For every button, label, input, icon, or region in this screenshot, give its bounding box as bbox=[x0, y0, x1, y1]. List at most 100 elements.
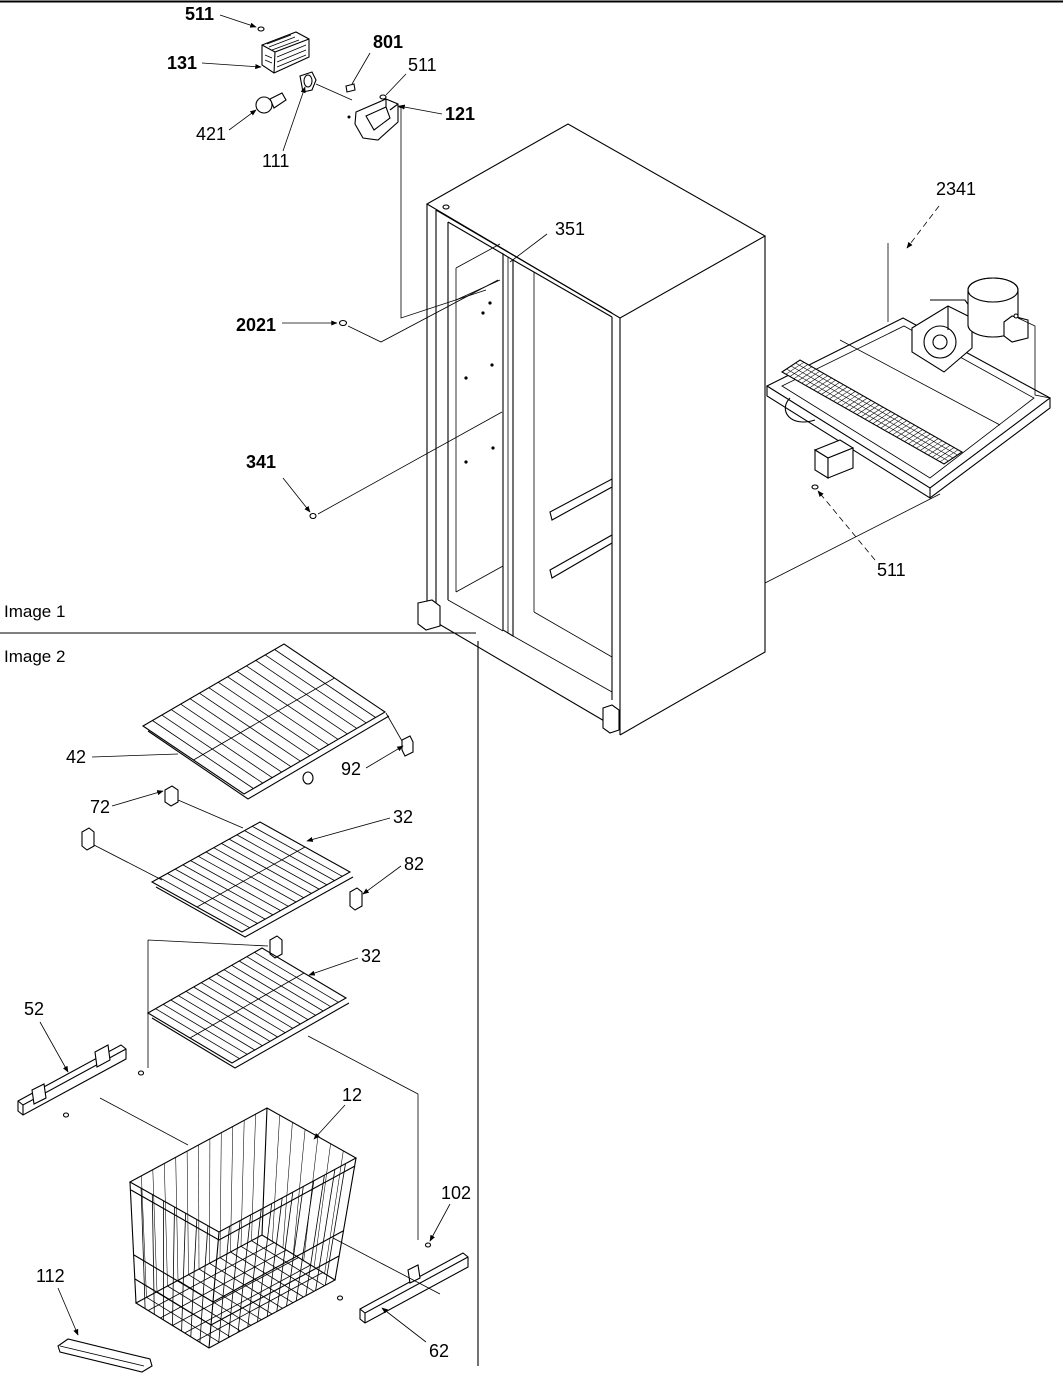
section-label-image2: Image 2 bbox=[4, 647, 65, 666]
hinge-left bbox=[417, 599, 441, 631]
basket-wire bbox=[257, 1203, 273, 1322]
callout-part-801: 801 bbox=[373, 32, 403, 52]
basket-wire bbox=[175, 1157, 179, 1281]
cross-condenser-tube bbox=[892, 422, 911, 436]
basket-mid-band bbox=[133, 1230, 344, 1303]
cross-condenser-tube bbox=[817, 379, 836, 393]
leader-arrow bbox=[201, 62, 262, 70]
rail-guide-line bbox=[332, 1237, 441, 1295]
leader-arrow bbox=[111, 790, 164, 807]
cross-condenser-tube bbox=[939, 449, 959, 463]
basket-wire bbox=[186, 1151, 189, 1275]
clip-guide-line bbox=[93, 844, 163, 881]
basket-wire bbox=[293, 1129, 306, 1255]
leader-arrow bbox=[817, 490, 876, 561]
screw-511-bracket bbox=[379, 94, 387, 100]
shelf-support-holes bbox=[464, 301, 495, 464]
wire-shelf-32-lower bbox=[146, 947, 350, 1069]
base-tray-inner bbox=[781, 325, 1035, 479]
assembly-guide-line bbox=[764, 493, 941, 584]
callout-labels: 511 131 801 511 121 421 111 351 2341 202… bbox=[24, 4, 976, 1361]
part-341 bbox=[309, 411, 503, 520]
leader-arrow bbox=[906, 205, 940, 249]
cross-condenser-tube bbox=[837, 391, 856, 404]
shelf-32-lower-wires bbox=[155, 951, 339, 1060]
lamp-assembly bbox=[255, 26, 487, 319]
section-label-image1: Image 1 bbox=[4, 602, 65, 621]
cross-condenser-tube bbox=[793, 366, 813, 379]
cabinet-top bbox=[425, 123, 767, 319]
cross-condenser-tube bbox=[797, 368, 816, 382]
callout-shelf-lower: 32 bbox=[361, 946, 381, 966]
basket-wire bbox=[266, 1197, 283, 1317]
wire-shelf-42 bbox=[141, 643, 390, 800]
lamp-socket-111 bbox=[299, 71, 317, 93]
basket-wire bbox=[305, 1175, 325, 1296]
basket-wire bbox=[218, 1226, 230, 1343]
screw-511-top bbox=[257, 26, 265, 32]
compressor bbox=[967, 277, 1029, 343]
shelf-42-wires bbox=[152, 649, 376, 789]
callout-divider: 351 bbox=[555, 219, 585, 239]
basket-back-left-wires bbox=[141, 1114, 256, 1298]
cross-condenser-tube bbox=[888, 420, 907, 433]
cross-condenser-tube bbox=[908, 431, 927, 445]
leader-arrow bbox=[57, 1287, 79, 1336]
basket-wire bbox=[237, 1214, 251, 1333]
cross-condenser-tube bbox=[880, 415, 899, 429]
cross-condenser-tube bbox=[904, 429, 923, 442]
condenser-tubes bbox=[785, 361, 959, 463]
leader-arrow bbox=[306, 817, 391, 842]
condenser-tube bbox=[790, 365, 954, 459]
cross-condenser-tube bbox=[821, 382, 840, 395]
cross-basket-wire bbox=[196, 1272, 323, 1341]
callout-lamp-cover-screw: 511 bbox=[185, 4, 214, 24]
cross-condenser-tube bbox=[884, 418, 903, 431]
power-cord bbox=[784, 397, 816, 423]
cross-condenser-tube bbox=[849, 397, 868, 411]
basket-wire bbox=[240, 1120, 245, 1247]
cross-condenser-tube bbox=[864, 406, 884, 420]
callout-rail-right: 62 bbox=[429, 1341, 449, 1361]
callout-bracket-screw: 511 bbox=[408, 55, 437, 75]
basket-back-right-wires bbox=[272, 1115, 344, 1274]
basket-front-wires bbox=[140, 1188, 209, 1343]
callout-basket: 12 bbox=[342, 1085, 362, 1105]
callout-machine-screw: 511 bbox=[877, 560, 906, 580]
rail-guide-lines bbox=[147, 939, 419, 1240]
callout-clip-left-top: 72 bbox=[90, 797, 110, 817]
basket-wire bbox=[295, 1180, 315, 1301]
shelf-clip bbox=[302, 771, 314, 785]
cross-shelf-wire bbox=[189, 972, 305, 1039]
shelf-clip-92 bbox=[401, 735, 414, 757]
condenser-fan-motor bbox=[911, 299, 973, 373]
cabinet-top-detail bbox=[442, 204, 450, 210]
basket-wire bbox=[198, 1144, 200, 1270]
callout-rail-left: 52 bbox=[24, 999, 44, 1019]
screw-511-machine bbox=[811, 484, 819, 490]
basket-wire bbox=[190, 1219, 198, 1337]
callout-lamp-socket: 111 bbox=[262, 151, 289, 171]
callout-clip-right-top: 92 bbox=[341, 759, 361, 779]
rail-screw bbox=[424, 1242, 432, 1248]
basket-wire bbox=[315, 1169, 336, 1291]
rail-screw bbox=[137, 1070, 145, 1076]
leader-arrow bbox=[365, 745, 404, 769]
callout-lamp-cover: 131 bbox=[167, 53, 197, 73]
basket-wire bbox=[313, 1143, 331, 1268]
condenser-tube bbox=[786, 368, 949, 462]
cross-condenser-tube bbox=[829, 386, 848, 400]
callout-clip-right-middle: 82 bbox=[404, 854, 424, 874]
drawer-slide-upper bbox=[549, 478, 613, 521]
tube-fitting bbox=[1013, 313, 1019, 319]
cross-condenser-tube bbox=[785, 361, 805, 375]
basket-wire bbox=[251, 1114, 256, 1241]
cabinet-front-frame bbox=[426, 204, 621, 735]
leader-arrow bbox=[282, 477, 311, 513]
shelf-clip-82 bbox=[349, 887, 363, 911]
leader-arrow bbox=[282, 86, 306, 152]
divider-leader bbox=[509, 233, 548, 263]
cross-condenser-tube bbox=[935, 447, 955, 460]
leader-arrow bbox=[308, 957, 359, 976]
